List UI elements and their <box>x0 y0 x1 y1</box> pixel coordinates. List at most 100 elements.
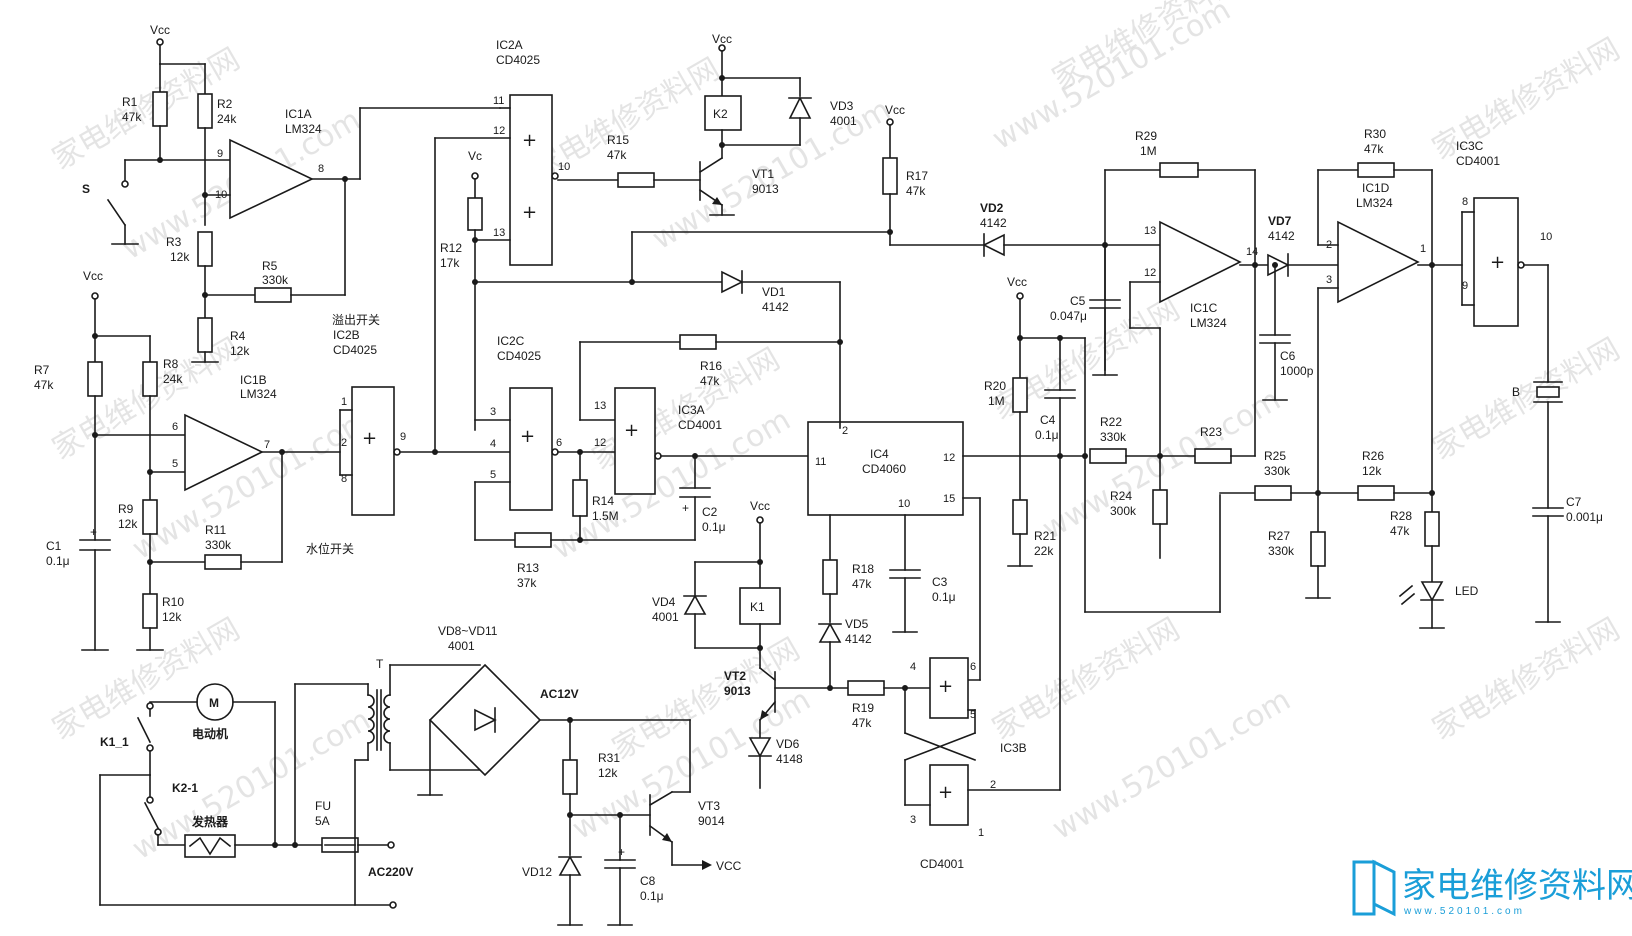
ic4-type: CD4060 <box>862 462 906 476</box>
vcc-label: Vcc <box>885 103 905 117</box>
vcc-label: Vcc <box>712 32 732 46</box>
r31-name: R31 <box>598 751 620 765</box>
ic1a-name: IC1A <box>285 107 312 121</box>
vt1-name: VT1 <box>752 167 774 181</box>
vt3-name: VT3 <box>698 799 720 813</box>
resistor-r23 <box>1194 448 1232 464</box>
vd3-name: VD3 <box>830 99 854 113</box>
vd5-value: 4142 <box>845 632 872 646</box>
ic1d-name: IC1D <box>1362 181 1390 195</box>
r23-name: R23 <box>1200 425 1222 439</box>
c7-value: 0.001μ <box>1566 510 1603 524</box>
r9-name: R9 <box>118 502 134 516</box>
svg-text:+: + <box>520 426 535 447</box>
c8-name: C8 <box>640 874 656 888</box>
vt2-section: Vcc K1 VD4 4001 VT2 9013 VD6 4148 <box>652 499 931 789</box>
ic3a-name: IC3A <box>678 403 705 417</box>
r26-name: R26 <box>1362 449 1384 463</box>
svg-text:9: 9 <box>400 431 406 443</box>
r15-name: R15 <box>607 133 629 147</box>
resistor-r11 <box>204 554 242 570</box>
svg-text:+: + <box>938 676 953 697</box>
c1-name: C1 <box>46 539 62 553</box>
ic2b-name: IC2B <box>333 328 360 342</box>
svg-text:12: 12 <box>1144 267 1156 279</box>
svg-text:9: 9 <box>1462 280 1468 292</box>
led-label: LED <box>1455 584 1479 598</box>
r4-name: R4 <box>230 329 246 343</box>
diode-vd1 <box>721 270 744 294</box>
ic4-section: IC4 CD4060 2 11 12 10 15 C3 0.1μ R18 47k… <box>807 421 1086 689</box>
b-label: B <box>1512 385 1520 399</box>
vd6-name: VD6 <box>776 737 800 751</box>
watermark-url: www.520101.com <box>1047 682 1297 847</box>
svg-text:+: + <box>618 845 625 859</box>
svg-text:+: + <box>90 525 97 539</box>
k1-label: K1 <box>750 600 765 614</box>
svg-text:5: 5 <box>490 469 496 481</box>
ic1a-type: LM324 <box>285 122 322 136</box>
r21-name: R21 <box>1034 529 1056 543</box>
ac220v-label: AC220V <box>368 865 413 879</box>
c2-name: C2 <box>702 505 718 519</box>
r27-name: R27 <box>1268 529 1290 543</box>
ic3a-type: CD4001 <box>678 418 722 432</box>
resistor-r10 <box>142 593 158 629</box>
r17-value: 47k <box>906 184 926 198</box>
r3-name: R3 <box>166 235 182 249</box>
svg-text:13: 13 <box>493 227 505 239</box>
r20-name: R20 <box>984 379 1006 393</box>
vd8-11-value: 4001 <box>448 639 475 653</box>
svg-text:10: 10 <box>558 161 570 173</box>
vd12-name: VD12 <box>522 865 552 879</box>
r28-name: R28 <box>1390 509 1412 523</box>
opamp-ic1d <box>1337 220 1420 304</box>
svg-text:3: 3 <box>910 814 916 826</box>
ic4-name: IC4 <box>870 447 889 461</box>
svg-text:15: 15 <box>943 493 955 505</box>
ic2b-type: CD4025 <box>333 343 377 357</box>
motor-letter: M <box>209 696 219 710</box>
vt3-value: 9014 <box>698 814 725 828</box>
r30-value: 47k <box>1364 142 1384 156</box>
gate-ic3c <box>1473 197 1519 327</box>
ic1c-type: LM324 <box>1190 316 1227 330</box>
svg-text:12: 12 <box>594 437 606 449</box>
svg-text:6: 6 <box>172 421 178 433</box>
c4-value: 0.1μ <box>1035 428 1059 442</box>
r19-name: R19 <box>852 701 874 715</box>
ic1b-name: IC1B <box>240 373 267 387</box>
svg-text:8: 8 <box>318 163 324 175</box>
resistor-r31 <box>562 759 578 795</box>
diode-vd12 <box>558 855 582 876</box>
vd2-section: Vcc R17 47k VD2 4142 <box>882 103 1161 257</box>
r18-value: 47k <box>852 577 872 591</box>
diode-vd3 <box>788 96 812 119</box>
relay-k2 <box>704 95 742 131</box>
svg-text:14: 14 <box>1246 246 1258 258</box>
resistor-r21 <box>1012 499 1028 535</box>
svg-text:3: 3 <box>1326 274 1332 286</box>
vd4-value: 4001 <box>652 610 679 624</box>
ic2a-type: CD4025 <box>496 53 540 67</box>
c2-value: 0.1μ <box>702 520 726 534</box>
svg-text:13: 13 <box>594 400 606 412</box>
vcc-out-label: VCC <box>716 859 742 873</box>
r13-value: 37k <box>517 576 537 590</box>
r18-name: R18 <box>852 562 874 576</box>
svg-text:9: 9 <box>217 148 223 160</box>
resistor-r14 <box>572 479 588 517</box>
resistor-r9 <box>142 499 158 535</box>
c1-value: 0.1μ <box>46 554 70 568</box>
resistor-r12 <box>467 197 483 231</box>
ic1b-type: LM324 <box>240 387 277 401</box>
vd1-value: 4142 <box>762 300 789 314</box>
diode-vd2 <box>982 233 1005 257</box>
r1-value: 47k <box>122 110 142 124</box>
vd6-value: 4148 <box>776 752 803 766</box>
ic3c-name: IC3C <box>1456 139 1484 153</box>
svg-text:10: 10 <box>898 498 910 510</box>
resistor-r2 <box>197 93 213 129</box>
svg-text:+: + <box>522 202 537 223</box>
